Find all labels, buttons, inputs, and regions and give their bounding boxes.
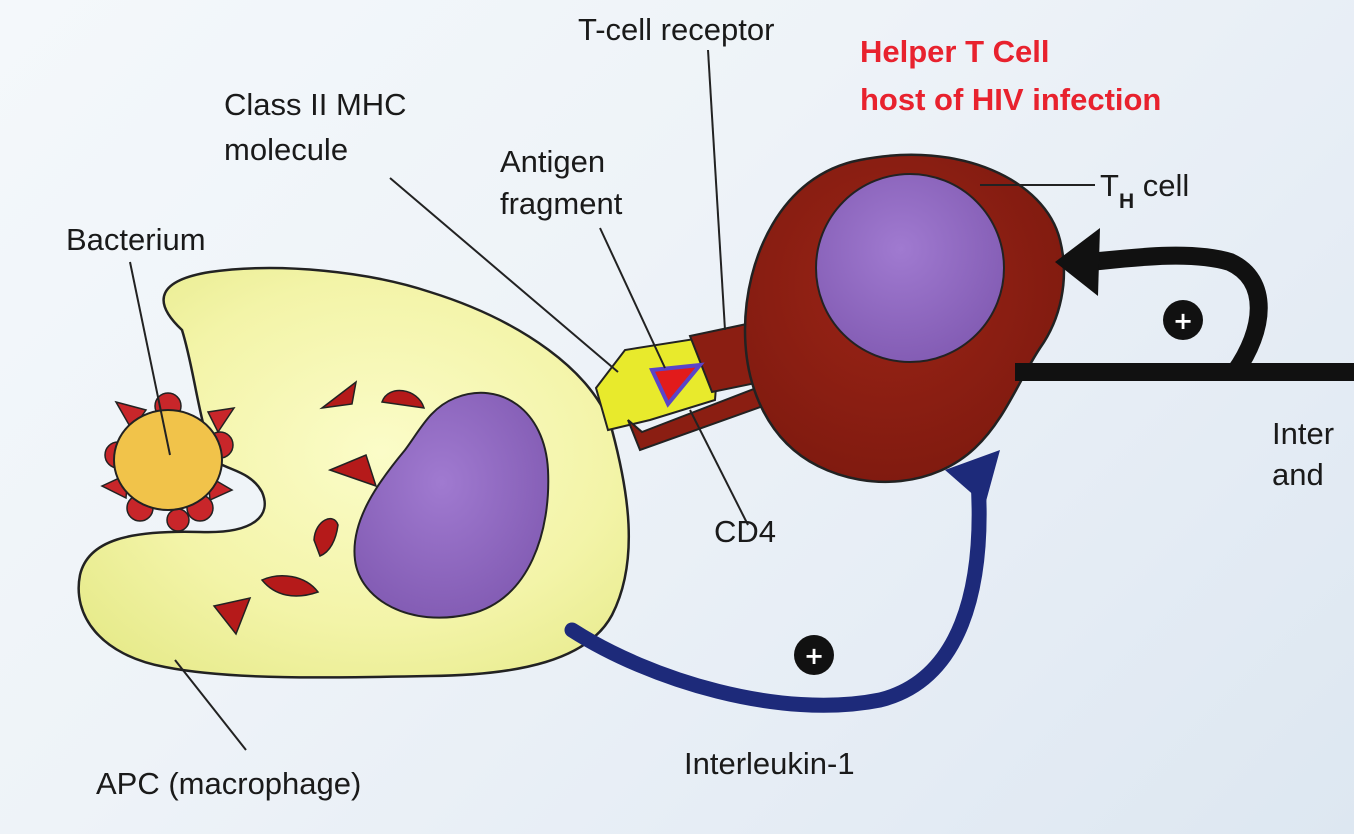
plus-sign-th: + — [1163, 300, 1203, 340]
label-antigen-1: Antigen — [500, 144, 605, 179]
label-cd4: CD4 — [714, 514, 776, 549]
plus-sign-il1: + — [794, 635, 834, 675]
label-th-cell: TH cell — [1100, 168, 1189, 213]
svg-text:+: + — [1173, 307, 1193, 335]
title-line-1: Helper T Cell — [860, 34, 1050, 69]
label-class-ii-mhc-2: molecule — [224, 132, 348, 167]
svg-text:TH cell: TH cell — [1100, 168, 1189, 213]
svg-text:+: + — [804, 642, 824, 670]
label-antigen-2: fragment — [500, 186, 623, 221]
label-cut-2: and — [1272, 457, 1324, 492]
label-cut-1: Inter — [1272, 416, 1334, 451]
label-class-ii-mhc-1: Class II MHC — [224, 87, 407, 122]
th-nucleus — [816, 174, 1004, 362]
label-bacterium: Bacterium — [66, 222, 206, 257]
label-interleukin-1: Interleukin-1 — [684, 746, 855, 781]
title-line-2: host of HIV infection — [860, 82, 1161, 117]
label-apc: APC (macrophage) — [96, 766, 361, 801]
bacterium — [102, 393, 234, 531]
label-t-cell-receptor: T-cell receptor — [578, 12, 774, 47]
